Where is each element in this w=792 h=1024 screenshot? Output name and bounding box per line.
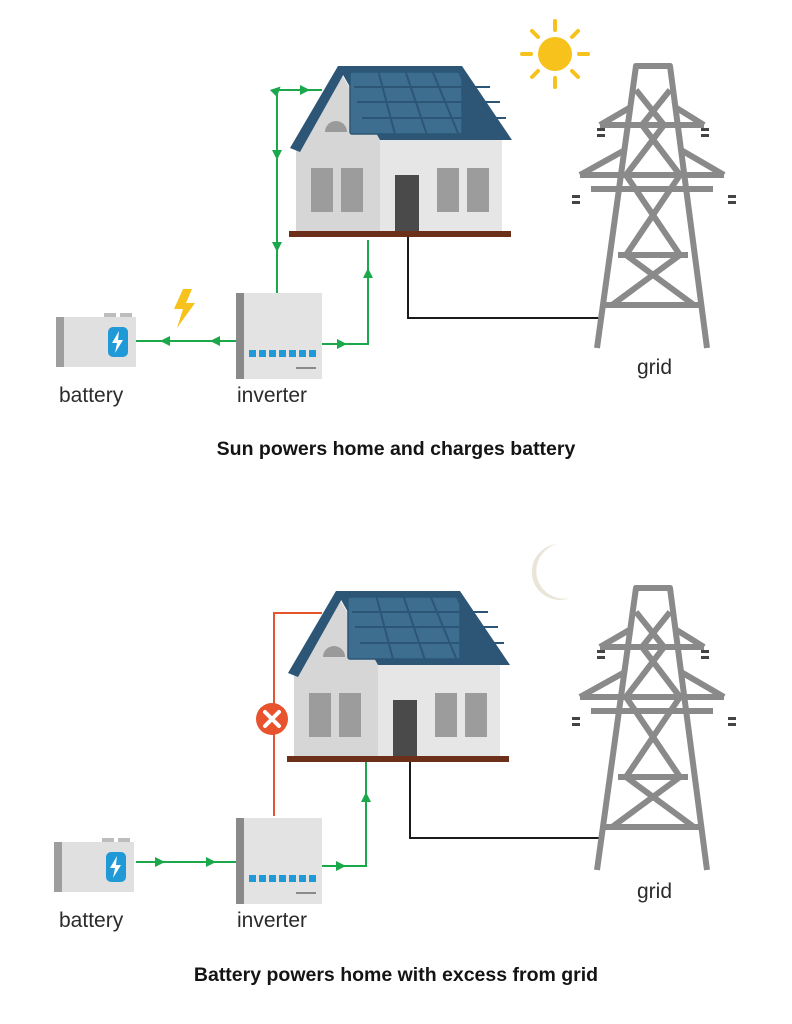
scene-bottom-drawing (54, 544, 736, 904)
blocked-line (273, 612, 322, 816)
scene-sun-charging: battery inverter grid Sun powers home an… (0, 0, 792, 470)
lightning-bolt-icon (174, 289, 195, 328)
power-tower-icon (578, 585, 726, 871)
power-tower-icon (578, 63, 726, 349)
blocked-x-icon (256, 703, 288, 735)
battery-icon (54, 838, 134, 892)
house-icon (287, 591, 510, 762)
battery-label: battery (59, 384, 124, 407)
grid-label: grid (637, 880, 673, 903)
flow-arrows (155, 792, 371, 871)
grid-wire (407, 236, 604, 319)
scene-battery-powering: battery inverter grid Battery powers hom… (0, 520, 792, 1024)
moon-icon (531, 544, 570, 600)
house-icon (289, 66, 512, 237)
inverter-icon (236, 293, 322, 379)
battery-icon (56, 313, 136, 367)
scene-top-drawing (56, 19, 736, 379)
insulators (572, 650, 736, 726)
battery-label: battery (59, 909, 124, 932)
flow-arrows (160, 85, 373, 349)
inverter-label: inverter (237, 384, 308, 407)
inverter-label: inverter (237, 909, 308, 932)
inverter-icon (236, 818, 322, 904)
grid-label: grid (637, 356, 673, 379)
insulators (572, 128, 736, 204)
caption-top: Sun powers home and charges battery (216, 438, 576, 460)
caption-bottom: Battery powers home with excess from gri… (193, 964, 599, 986)
grid-wire (409, 762, 604, 839)
sun-icon (520, 19, 590, 89)
